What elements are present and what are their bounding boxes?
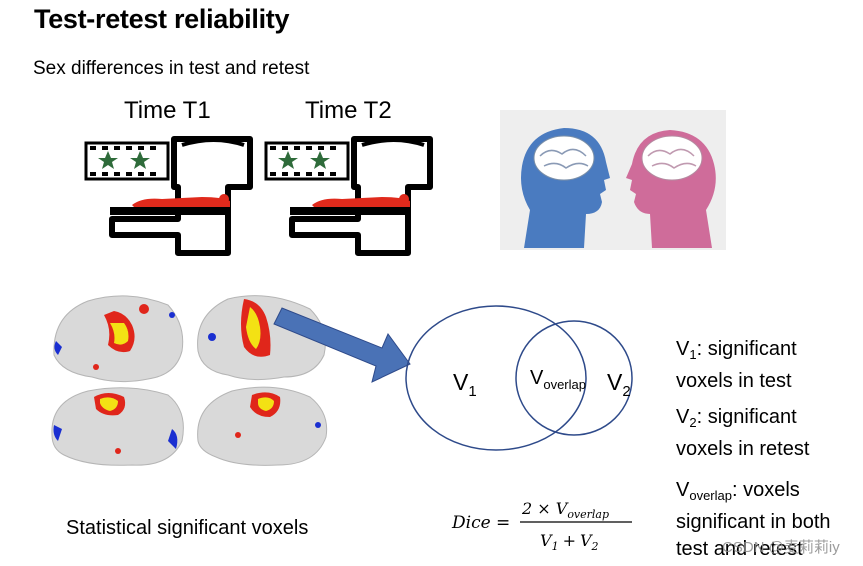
definition-v2: V2: significant voxels in retest xyxy=(676,406,810,460)
brain-medial-left xyxy=(51,387,184,466)
mri-scanner-icon xyxy=(84,136,253,256)
film-strip-icon xyxy=(84,141,170,181)
time-t2-label: Time T2 xyxy=(305,97,392,124)
venn-label-v2: V2 xyxy=(607,369,631,400)
male-female-heads-icon xyxy=(500,110,726,250)
time-t1-label: Time T1 xyxy=(124,97,211,124)
dice-numerator: 2 × Voverlap xyxy=(521,499,609,521)
brain-medial-right xyxy=(197,386,328,466)
statistical-voxels-label: Statistical significant voxels xyxy=(66,517,309,539)
film-strip-icon xyxy=(264,141,350,181)
dice-denominator: V1+V2 xyxy=(540,531,599,553)
dice-formula: Dice = 2 × Voverlap V1+V2 xyxy=(451,499,632,553)
slide-title: Test-retest reliability xyxy=(34,4,290,34)
venn-circle-v2 xyxy=(515,320,633,436)
arrow-icon xyxy=(273,307,411,383)
watermark: CSDN @麦莉莉iy xyxy=(722,539,840,556)
venn-label-overlap: Voverlap xyxy=(530,367,586,392)
venn-label-v1: V1 xyxy=(453,369,477,400)
brain-activation-maps xyxy=(51,295,328,466)
definition-v1: V1: significant voxels in test xyxy=(676,338,797,392)
venn-diagram: V1 Voverlap V2 xyxy=(273,305,633,451)
dice-lhs: Dice = xyxy=(451,513,510,533)
mri-scanner-icon xyxy=(264,136,433,256)
brain-lateral-left xyxy=(53,295,184,383)
slide-subtitle: Sex differences in test and retest xyxy=(33,58,310,79)
definition-overlap: Voverlap: voxels significant in both tes… xyxy=(676,479,831,560)
venn-circle-v1 xyxy=(405,305,587,451)
